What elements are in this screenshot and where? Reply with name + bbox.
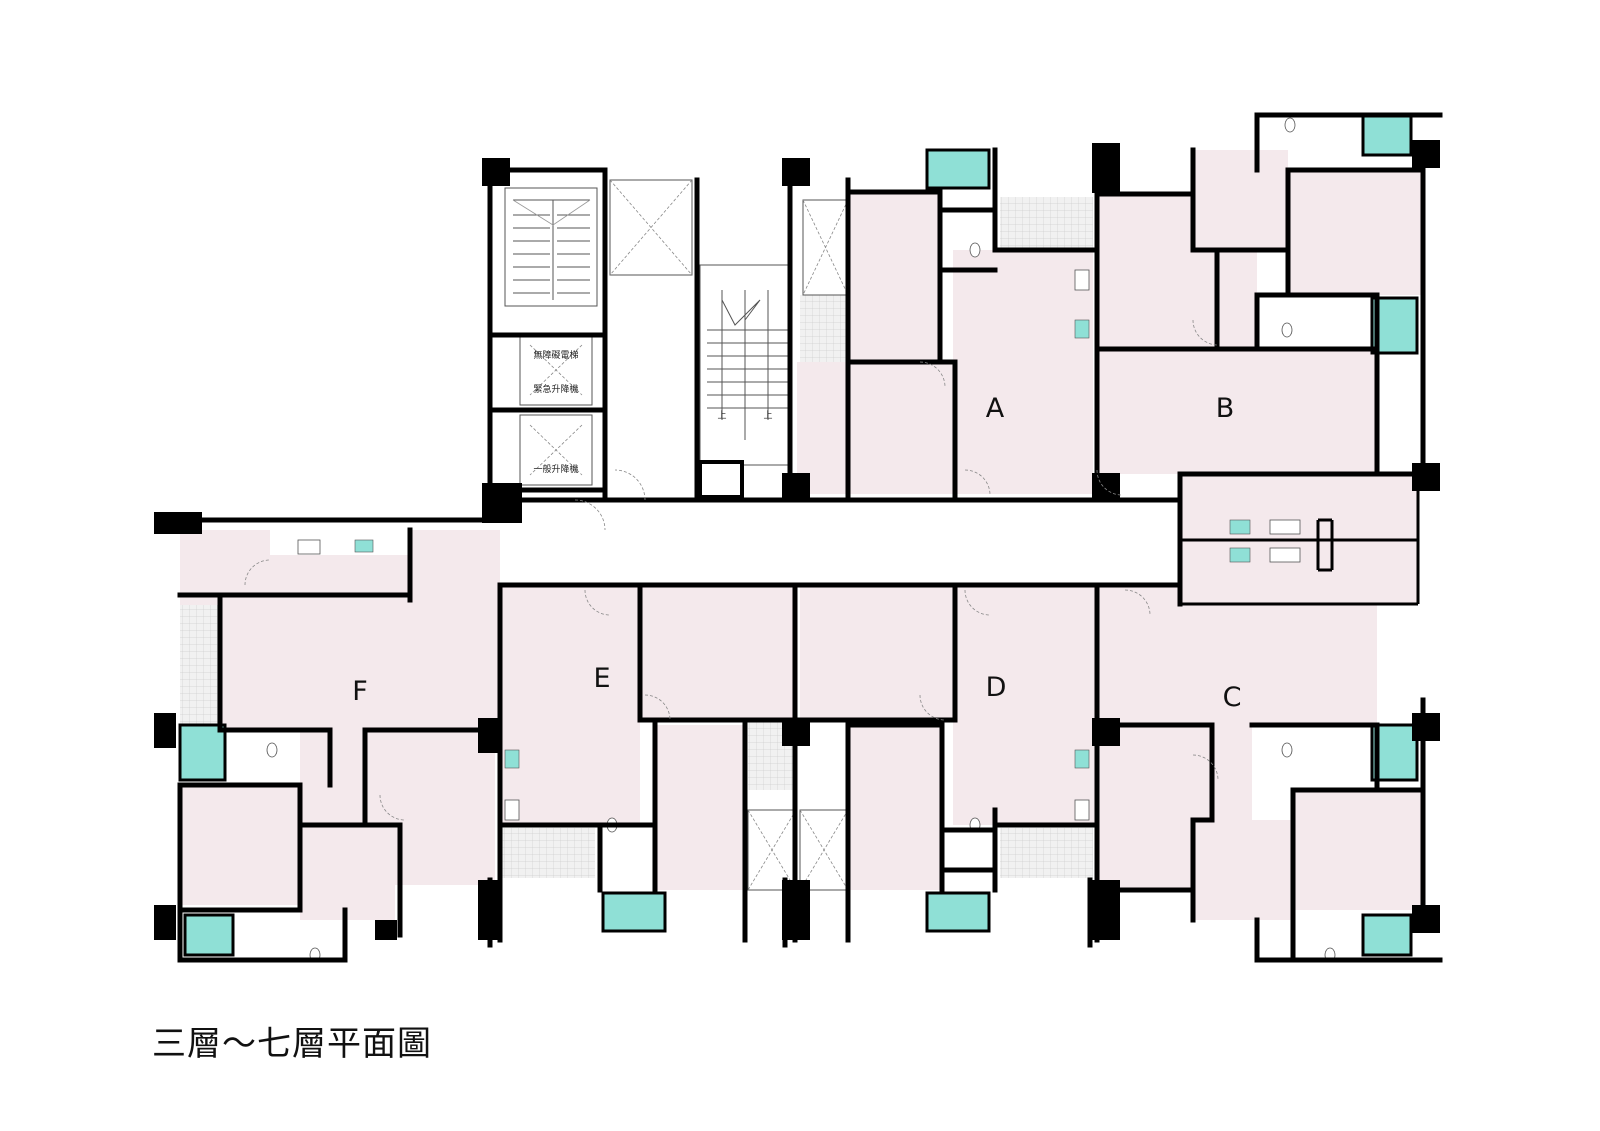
unit-label-f: F: [352, 676, 368, 707]
corridor: [525, 500, 1175, 578]
fixtures: [266, 117, 1336, 963]
unit-label-c: C: [1223, 682, 1242, 713]
general-elevator-label: 一般升降機: [533, 463, 578, 475]
walls: [157, 112, 1443, 963]
plan-caption: 三層～七層平面圖: [152, 1024, 432, 1064]
unit-label-a: A: [986, 393, 1005, 424]
stair-up-label-right: 上: [763, 410, 772, 421]
stair-up-label-left: 上: [717, 410, 726, 421]
bathtubs: [178, 113, 1419, 957]
core-labels: 無障礙電梯 緊急升降機 一般升降機 上 上: [533, 349, 772, 475]
unit-label-e: E: [593, 663, 610, 694]
tile-areas: [180, 197, 1093, 878]
unit-label-d: D: [986, 672, 1007, 703]
core: [504, 179, 849, 891]
unit-label-b: B: [1216, 393, 1235, 424]
unit-labels: A B C D E F: [352, 393, 1241, 713]
door-swings: [244, 319, 1219, 821]
accessible-elevator-label: 無障礙電梯: [533, 349, 578, 361]
columns: [154, 140, 1440, 940]
emergency-elevator-label: 緊急升降機: [533, 383, 578, 395]
